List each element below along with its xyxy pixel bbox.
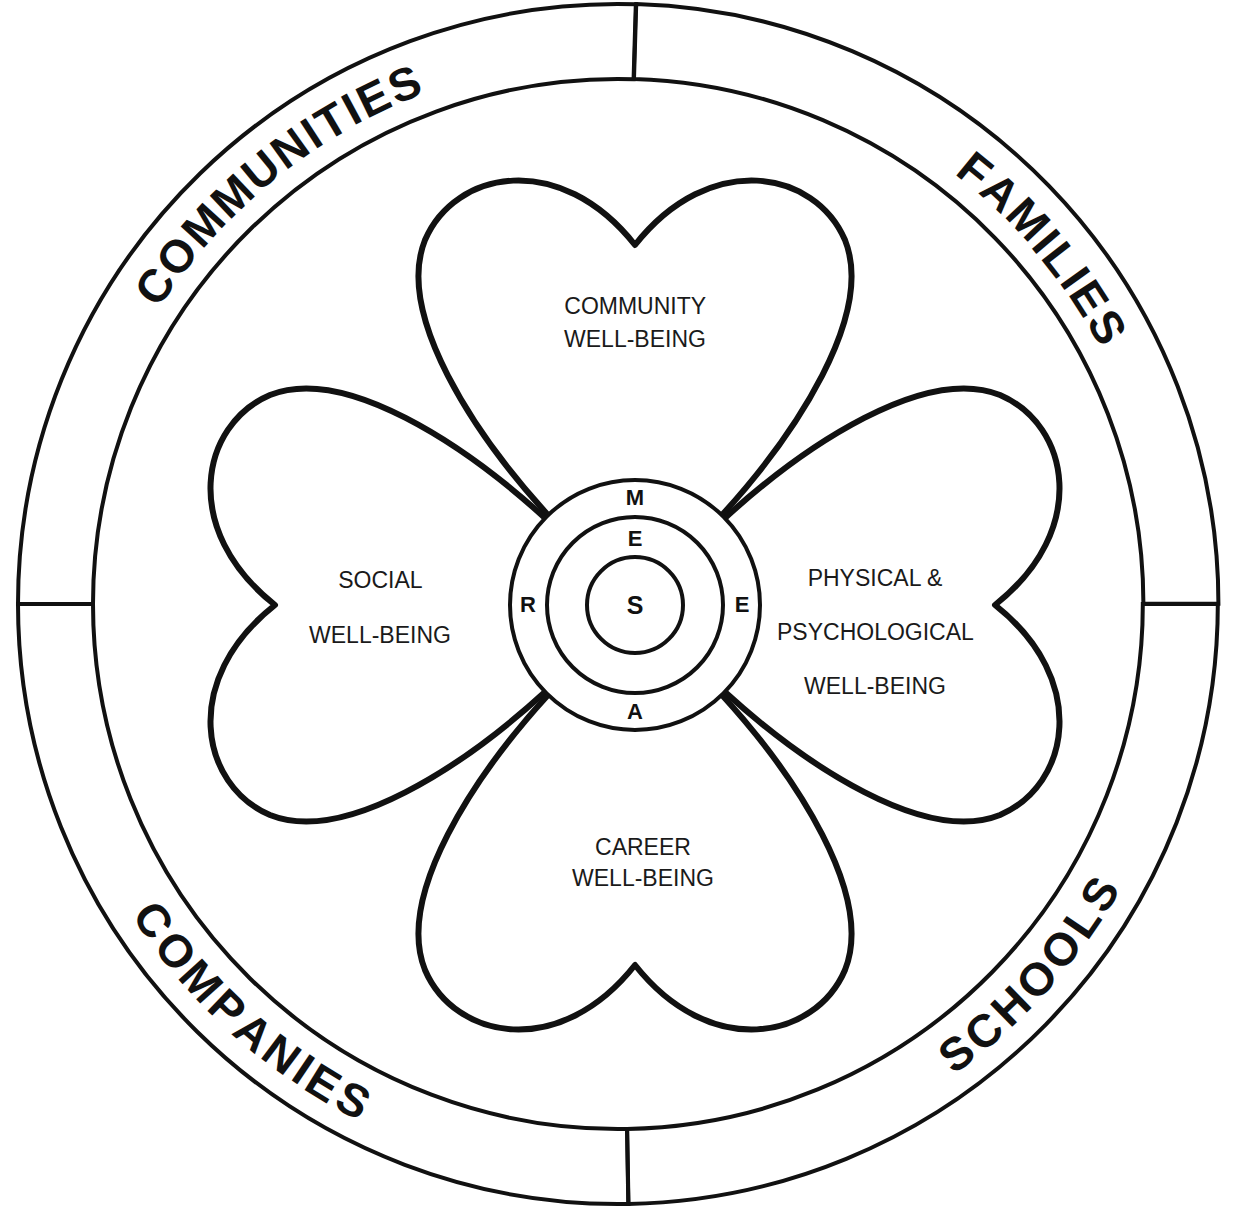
ring-letter-label: A [627, 701, 643, 723]
center-ring: MREAES [508, 478, 762, 732]
heart-petal: CAREER WELL-BEING [405, 685, 865, 1050]
label-word: PSYCHOLOGICAL [777, 619, 973, 645]
heart-petal: SOCIAL WELL-BEING [190, 375, 555, 835]
ring-letter-label: E [735, 594, 750, 616]
band-segment-outline [18, 604, 628, 1204]
center-circle: S [585, 555, 685, 655]
label-word: PHYSICAL [808, 565, 921, 591]
heart-outline [190, 375, 555, 835]
ring-word: COMMUNITIES [14, 0, 638, 608]
petal-label: SOCIAL WELL-BEING [290, 553, 470, 663]
label-word: CAREER [595, 834, 691, 860]
label-word: WELL-BEING [804, 673, 946, 699]
ring-segment: FAMILIES [630, 0, 1222, 605]
label-word: COMMUNITY [564, 293, 705, 319]
ring-segment: COMMUNITIES [14, 0, 638, 608]
ring-letter-label: E [628, 528, 643, 550]
center-ring: ES [545, 515, 725, 695]
label-word: WELL-BEING [564, 326, 706, 352]
band-outline [14, 600, 632, 1208]
ring-word: COMPANIES [14, 600, 632, 1208]
petal-label: COMMUNITY WELL-BEING [530, 290, 740, 356]
ring-letter-label: R [520, 594, 536, 616]
ring-circle [587, 557, 683, 653]
heart-shape [419, 695, 852, 1030]
ring-word: FAMILIES [630, 0, 1222, 605]
heart-petal: PHYSICAL & PSYCHOLOGICAL WELL-BEING [715, 375, 1080, 835]
heart-petal: COMMUNITY WELL-BEING [405, 160, 865, 525]
ring-circle [510, 480, 760, 730]
heart-outline [715, 375, 1080, 835]
ring-letter-label: S [627, 593, 644, 618]
ring-circle [547, 517, 723, 693]
label-word: SOCIAL [338, 567, 422, 593]
label-word: WELL-BEING [309, 622, 451, 648]
label-word: & [927, 565, 942, 591]
petal-label: PHYSICAL & PSYCHOLOGICAL WELL-BEING [755, 551, 995, 713]
petal-label: CAREER WELL-BEING [543, 832, 743, 894]
ring-letter-label: M [626, 487, 644, 509]
ring-segment: COMPANIES [14, 600, 632, 1208]
label-word: WELL-BEING [572, 865, 714, 891]
